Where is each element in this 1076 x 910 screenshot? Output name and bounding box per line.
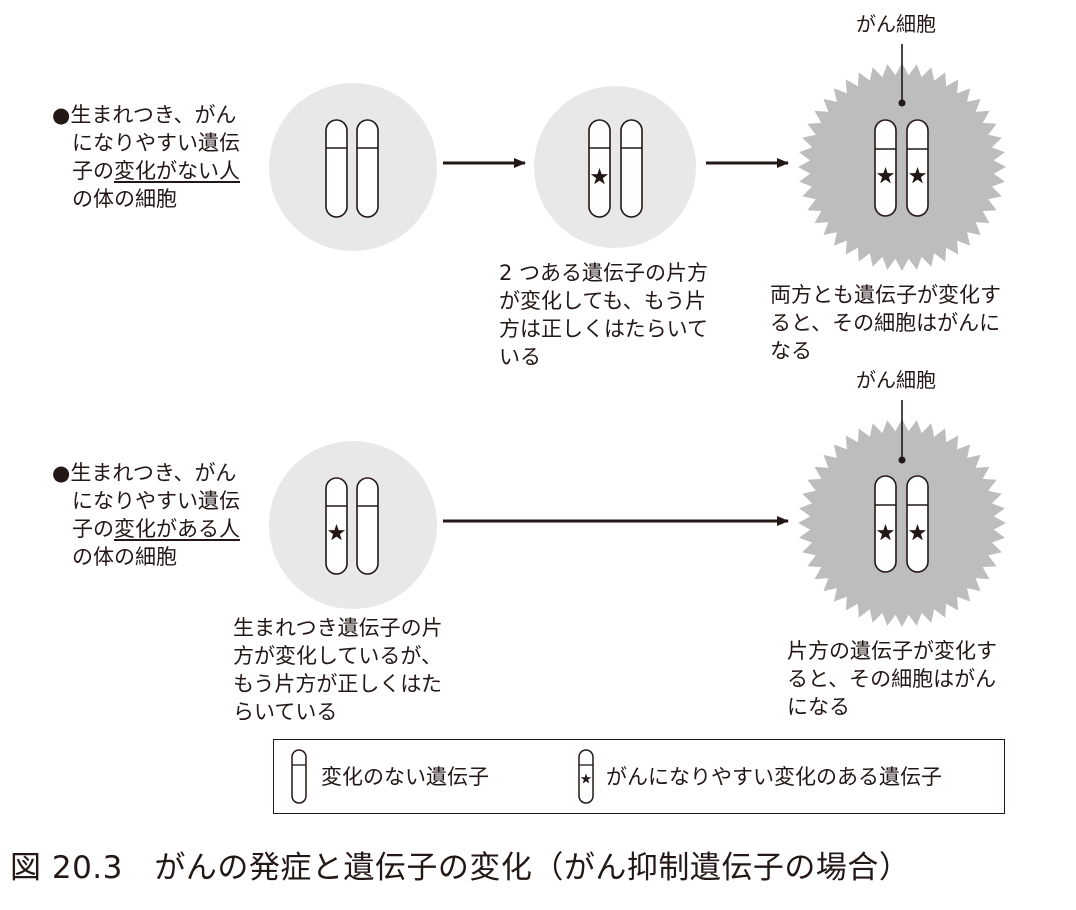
chromosome-normal: [620, 119, 643, 218]
row1-right-note: 両方とも遺伝子が変化す ると、その細胞はがんに なる: [770, 283, 1001, 363]
legend-normal-label: 変化のない遺伝子: [321, 765, 489, 789]
legend-normal-chromosome-icon: [291, 749, 307, 804]
row1-middle-note: 2 つある遺伝子の片方 が変化しても、もう片 方は正しくはたらいて いる: [499, 261, 709, 369]
row1-cancer-label: がん細胞: [856, 12, 936, 36]
cancer-cell-burst: [798, 63, 1006, 271]
bullet-icon: ●: [52, 461, 71, 485]
chromosome-mutated-right: [906, 475, 929, 573]
chromosome-mutated: [588, 119, 611, 218]
chromosome-normal: [356, 477, 379, 575]
row1-description: ●生まれつき、がん になりやすい遺伝 子の変化がない人 の体の細胞: [52, 103, 240, 211]
chromosome-mutated: [325, 477, 348, 575]
legend-mutated-chromosome-icon: [578, 749, 594, 804]
row2-description: ●生まれつき、がん になりやすい遺伝 子の変化がある人 の体の細胞: [52, 461, 240, 569]
row2-cancer-cell: [798, 400, 1006, 627]
row2-right-note: 片方の遺伝子が変化す ると、その細胞はがん になる: [787, 639, 997, 719]
row2-inherited-cell: [269, 441, 437, 609]
row2-left-note: 生まれつき遺伝子の片 方が変化しているが、 もう片方が正しくはた らいている: [233, 616, 443, 724]
cancer-cell-burst: [798, 419, 1006, 627]
chromosome-mutated-right: [906, 119, 929, 217]
bullet-icon: ●: [52, 103, 71, 127]
row1-normal-cell: [269, 83, 437, 251]
row1-one-mutation-cell: [534, 86, 696, 248]
chromosome-normal-right: [356, 119, 379, 218]
legend-mutated-label: がんになりやすい変化のある遺伝子: [606, 765, 942, 789]
figure-caption: 図 20.3 がんの発症と遺伝子の変化（がん抑制遺伝子の場合）: [10, 850, 911, 886]
chromosome-normal-left: [325, 119, 348, 218]
chromosome-mutated-left: [874, 119, 897, 217]
legend-box: [273, 739, 1005, 814]
row1-cancer-cell: [798, 44, 1006, 271]
chromosome-mutated-left: [874, 475, 897, 573]
row2-cancer-label: がん細胞: [856, 368, 936, 392]
